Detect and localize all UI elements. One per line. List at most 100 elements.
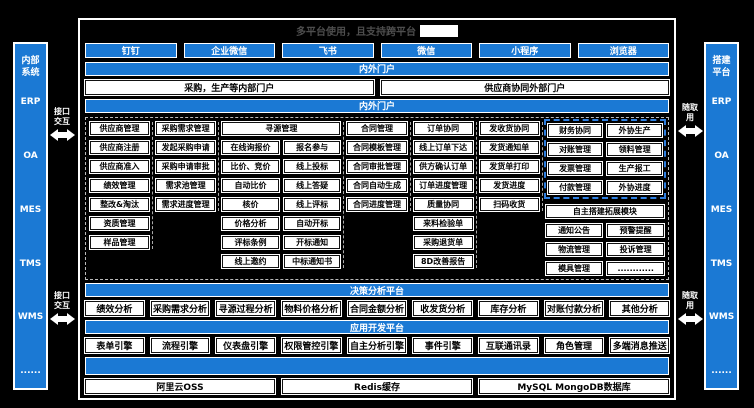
- module-item[interactable]: 模具管理: [545, 261, 603, 275]
- module-item[interactable]: 中标通知书: [283, 254, 341, 268]
- panel-title-text: 多平台使用，且支持跨平台: [296, 27, 416, 38]
- module-item[interactable]: 报名参与: [283, 140, 341, 154]
- module-item[interactable]: 线上订单下达: [413, 140, 473, 154]
- module-item[interactable]: 在线询报价: [222, 140, 279, 154]
- analysis-button[interactable]: 物料价格分析: [282, 301, 341, 317]
- module-header[interactable]: 财务协同: [547, 123, 603, 137]
- module-group-demand: 采购需求管理发起采购申请采购申请审批需求池管理需求进度管理: [153, 121, 220, 211]
- module-item[interactable]: 线上邀约: [222, 254, 279, 268]
- app-button[interactable]: 企业微信: [183, 42, 275, 58]
- module-item[interactable]: 生产报工: [607, 161, 662, 175]
- portal-button[interactable]: 采购，生产等内部门户: [85, 79, 374, 95]
- module-item[interactable]: 线上评标: [283, 197, 341, 211]
- module-item[interactable]: 开标通知: [283, 235, 341, 249]
- module-item[interactable]: 通知公告: [545, 223, 603, 237]
- module-item[interactable]: 自动比价: [222, 178, 279, 192]
- engine-button[interactable]: 多端消息推送: [610, 338, 670, 354]
- module-item[interactable]: 发起采购申请: [156, 140, 216, 154]
- module-item[interactable]: 绩效管理: [90, 178, 150, 192]
- module-item[interactable]: 发货单打印: [479, 159, 539, 173]
- module-item[interactable]: 资质管理: [90, 216, 150, 230]
- module-item[interactable]: 对账管理: [547, 142, 603, 156]
- module-item[interactable]: 需求池管理: [156, 178, 216, 192]
- connector-label: 随取用: [682, 291, 698, 310]
- module-item[interactable]: 线上答疑: [283, 178, 341, 192]
- engine-button[interactable]: 权限管控引擎: [282, 338, 341, 354]
- app-button[interactable]: 小程序: [479, 42, 571, 58]
- module-header[interactable]: 发收货协同: [479, 121, 539, 135]
- module-item[interactable]: 8D改善报告: [413, 254, 473, 268]
- module-item[interactable]: 扫码收货: [479, 197, 539, 211]
- app-button[interactable]: 飞书: [282, 42, 374, 58]
- module-header[interactable]: 订单协同: [413, 121, 473, 135]
- module-item[interactable]: 领料管理: [607, 142, 662, 156]
- infrastructure-button[interactable]: 阿里云OSS: [85, 378, 275, 394]
- module-item[interactable]: 质量协同: [413, 197, 473, 211]
- module-header[interactable]: 采购需求管理: [156, 121, 216, 135]
- module-item[interactable]: 样品管理: [90, 235, 150, 249]
- analysis-button[interactable]: 绩效分析: [85, 301, 144, 317]
- connector-label: 接口交互: [54, 291, 70, 310]
- portals-row: 采购，生产等内部门户供应商协同外部门户: [85, 79, 669, 95]
- module-item[interactable]: 付款管理: [547, 180, 603, 194]
- module-item[interactable]: 价格分析: [222, 216, 279, 230]
- engine-button[interactable]: 表单引擎: [85, 338, 144, 354]
- module-item[interactable]: 发票管理: [547, 161, 603, 175]
- band-portal-top: 内外门户: [85, 61, 669, 76]
- app-button[interactable]: 浏览器: [577, 42, 669, 58]
- infrastructure-button[interactable]: Redis缓存: [282, 378, 472, 394]
- module-item[interactable]: 合同进度管理: [347, 197, 407, 211]
- analysis-button[interactable]: 其他分析: [610, 301, 670, 317]
- module-item[interactable]: 来料检验单: [413, 216, 473, 230]
- engine-button[interactable]: 仪表盘引擎: [216, 338, 276, 354]
- analysis-button[interactable]: 采购需求分析: [150, 301, 210, 317]
- module-header[interactable]: 寻源管理: [222, 121, 341, 135]
- engine-button[interactable]: 事件引擎: [413, 338, 473, 354]
- module-item[interactable]: 合同审批管理: [347, 159, 407, 173]
- module-group-contract: 合同管理合同模板管理合同审批管理合同自动生成合同进度管理: [344, 121, 411, 211]
- analysis-button[interactable]: 合同金额分析: [347, 301, 407, 317]
- module-header[interactable]: 合同管理: [347, 121, 407, 135]
- module-item[interactable]: 比价、竞价: [222, 159, 279, 173]
- module-item[interactable]: 整改&淘汰: [90, 197, 150, 211]
- module-item[interactable]: 供应商准入: [90, 159, 150, 173]
- module-item[interactable]: ............: [607, 261, 664, 275]
- module-item[interactable]: 合同自动生成: [347, 178, 407, 192]
- module-item[interactable]: 投诉管理: [607, 242, 664, 256]
- analysis-button[interactable]: 对账付款分析: [544, 301, 604, 317]
- module-item[interactable]: 供方确认订单: [413, 159, 473, 173]
- extension-module-header[interactable]: 自主搭建拓展模块: [545, 204, 664, 218]
- analysis-button[interactable]: 库存分析: [479, 301, 538, 317]
- module-item[interactable]: 采购申请审批: [156, 159, 216, 173]
- double-arrow-icon: [49, 129, 75, 141]
- module-header[interactable]: 外协生产: [607, 123, 662, 137]
- module-item[interactable]: 预警提醒: [607, 223, 664, 237]
- engine-button[interactable]: 自主分析引擎: [347, 338, 407, 354]
- analysis-button[interactable]: 寻源过程分析: [216, 301, 276, 317]
- module-item[interactable]: 需求进度管理: [156, 197, 216, 211]
- engine-button[interactable]: 互联通讯录: [479, 338, 538, 354]
- module-item[interactable]: 自动开标: [283, 216, 341, 230]
- module-header[interactable]: 供应商管理: [90, 121, 150, 135]
- module-item[interactable]: 线上投标: [283, 159, 341, 173]
- connector-right-bottom: 随取用: [675, 291, 705, 325]
- module-item[interactable]: 发货通知单: [479, 140, 539, 154]
- module-item[interactable]: 合同模板管理: [347, 140, 407, 154]
- module-item[interactable]: 评标条例: [222, 235, 279, 249]
- infrastructure-button[interactable]: MySQL MongoDB数据库: [479, 378, 669, 394]
- module-item[interactable]: 核价: [222, 197, 279, 211]
- module-item[interactable]: 供应商注册: [90, 140, 150, 154]
- module-item[interactable]: 发货进度: [479, 178, 539, 192]
- module-item[interactable]: 采购退货单: [413, 235, 473, 249]
- app-button[interactable]: 钉钉: [85, 42, 177, 58]
- sidebar-item: MES: [710, 204, 733, 215]
- module-item[interactable]: 物流管理: [545, 242, 603, 256]
- engine-button[interactable]: 流程引擎: [150, 338, 210, 354]
- module-item[interactable]: 订单进度管理: [413, 178, 473, 192]
- engine-button[interactable]: 角色管理: [544, 338, 604, 354]
- app-button[interactable]: 微信: [380, 42, 472, 58]
- portal-button[interactable]: 供应商协同外部门户: [380, 79, 669, 95]
- analysis-button[interactable]: 收发货分析: [413, 301, 473, 317]
- module-item[interactable]: 外协进度: [607, 180, 662, 194]
- sidebar-title-internal: 内部系统: [21, 56, 40, 78]
